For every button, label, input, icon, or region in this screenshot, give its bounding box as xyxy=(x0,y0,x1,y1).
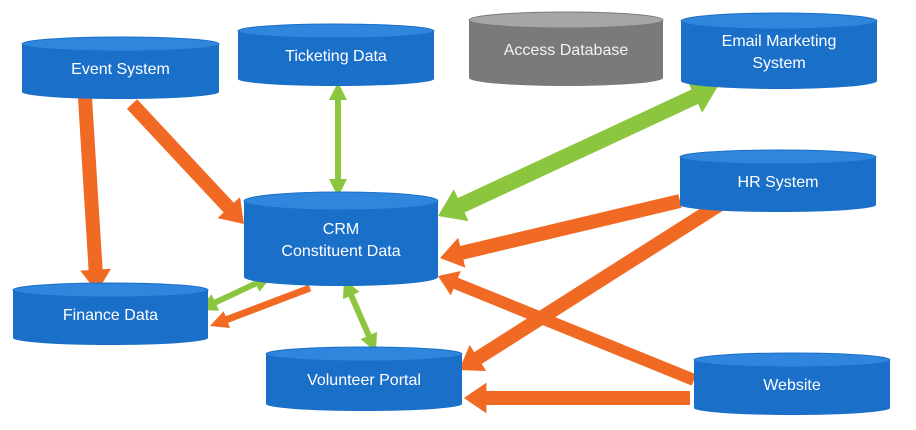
cylinder-top xyxy=(243,191,439,211)
arrow-hr-system-to-crm-orange xyxy=(440,194,682,268)
node-hr-system: HR System xyxy=(679,149,877,212)
cylinder-top xyxy=(680,12,878,30)
node-label: Ticketing Data xyxy=(285,48,387,65)
arrow-hr-system-to-volunteer-portal-orange xyxy=(459,197,726,371)
arrow-event-system-to-crm-orange xyxy=(126,99,244,224)
node-label: HR System xyxy=(738,174,819,191)
cylinder-body xyxy=(694,360,890,415)
node-label: Event System xyxy=(71,61,170,78)
arrow-email-marketing-to-crm-green xyxy=(438,80,718,222)
cylinder-body xyxy=(680,157,876,212)
node-access-database: Access Database xyxy=(468,11,664,86)
cylinder-top xyxy=(679,149,877,165)
node-finance-data: Finance Data xyxy=(12,282,209,346)
arrow-website-to-volunteer-portal-orange xyxy=(464,382,690,414)
node-label: System xyxy=(752,55,805,72)
node-label: Volunteer Portal xyxy=(307,372,421,389)
arrow-event-system-to-finance-data-orange xyxy=(78,97,111,292)
node-volunteer-portal: Volunteer Portal xyxy=(265,346,463,411)
cylinder-top xyxy=(265,346,463,362)
arrow-crm-to-finance-data-green xyxy=(199,275,272,311)
arrow-website-to-crm-orange xyxy=(438,271,697,386)
cylinder-body xyxy=(266,354,462,411)
node-label: Website xyxy=(763,377,821,394)
cylinder-top xyxy=(21,36,220,52)
cylinder-body xyxy=(681,21,877,89)
node-label: Access Database xyxy=(504,42,629,59)
arrow-ticketing-data-to-crm-green xyxy=(329,82,347,197)
cylinder-top xyxy=(237,23,435,39)
cylinder-top xyxy=(468,11,664,29)
connections-layer xyxy=(78,80,726,414)
cylinder-body xyxy=(22,44,219,99)
nodes-layer: Event System Ticketing Data Access Databas… xyxy=(12,11,891,415)
node-label: Constituent Data xyxy=(281,243,400,260)
node-event-system: Event System xyxy=(21,36,220,99)
cylinder-body xyxy=(469,20,663,86)
node-website: Website xyxy=(693,352,891,415)
cylinder-body xyxy=(238,31,434,86)
node-crm: CRM Constituent Data xyxy=(243,191,439,286)
arrow-crm-to-volunteer-portal-green xyxy=(343,279,377,352)
cylinder-body xyxy=(244,201,438,286)
node-label: CRM xyxy=(323,221,359,238)
node-label: Email Marketing xyxy=(722,33,837,50)
node-label: Finance Data xyxy=(63,307,158,324)
cylinder-top xyxy=(693,352,891,368)
arrow-crm-to-finance-data-orange xyxy=(210,284,312,328)
cylinder-top xyxy=(12,282,209,298)
node-ticketing-data: Ticketing Data xyxy=(237,23,435,86)
cylinder-body xyxy=(13,290,208,346)
